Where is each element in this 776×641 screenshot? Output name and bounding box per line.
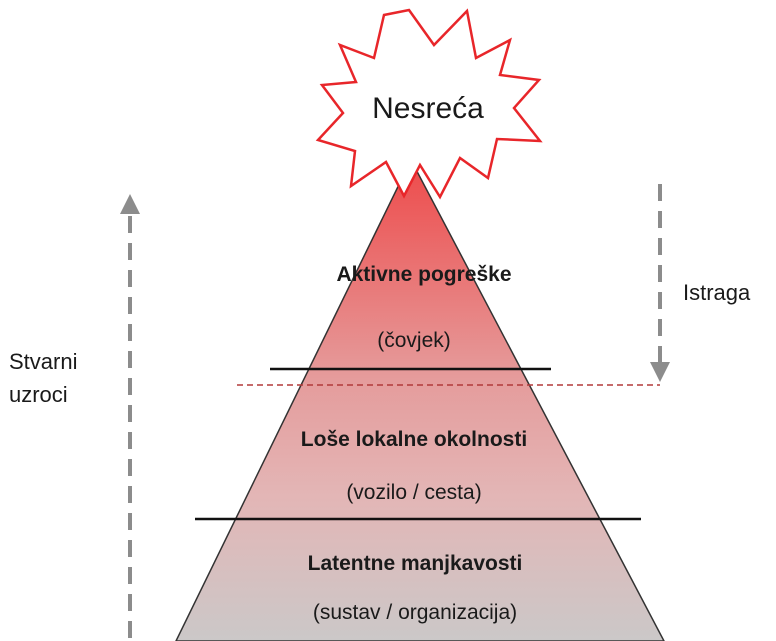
level-2-title: Loše lokalne okolnosti	[301, 428, 527, 451]
pyramid	[175, 158, 665, 641]
arrow-up-icon	[120, 194, 140, 214]
arrow-down-icon	[650, 362, 670, 382]
investigation-label: Istraga	[683, 280, 751, 305]
accident-burst	[315, 8, 543, 200]
level-1-subtitle: (čovjek)	[377, 329, 451, 352]
level-3-subtitle: (sustav / organizacija)	[313, 601, 517, 624]
level-1-title: Aktivne pogreške	[336, 263, 511, 286]
real-causes-arrow	[120, 194, 140, 638]
real-causes-label-line2: uzroci	[9, 382, 68, 407]
level-3-title: Latentne manjkavosti	[308, 552, 523, 575]
real-causes-label-line1: Stvarni	[9, 349, 77, 374]
burst-label: Nesreća	[372, 92, 484, 125]
level-2-subtitle: (vozilo / cesta)	[346, 481, 481, 504]
investigation-arrow	[650, 184, 670, 382]
